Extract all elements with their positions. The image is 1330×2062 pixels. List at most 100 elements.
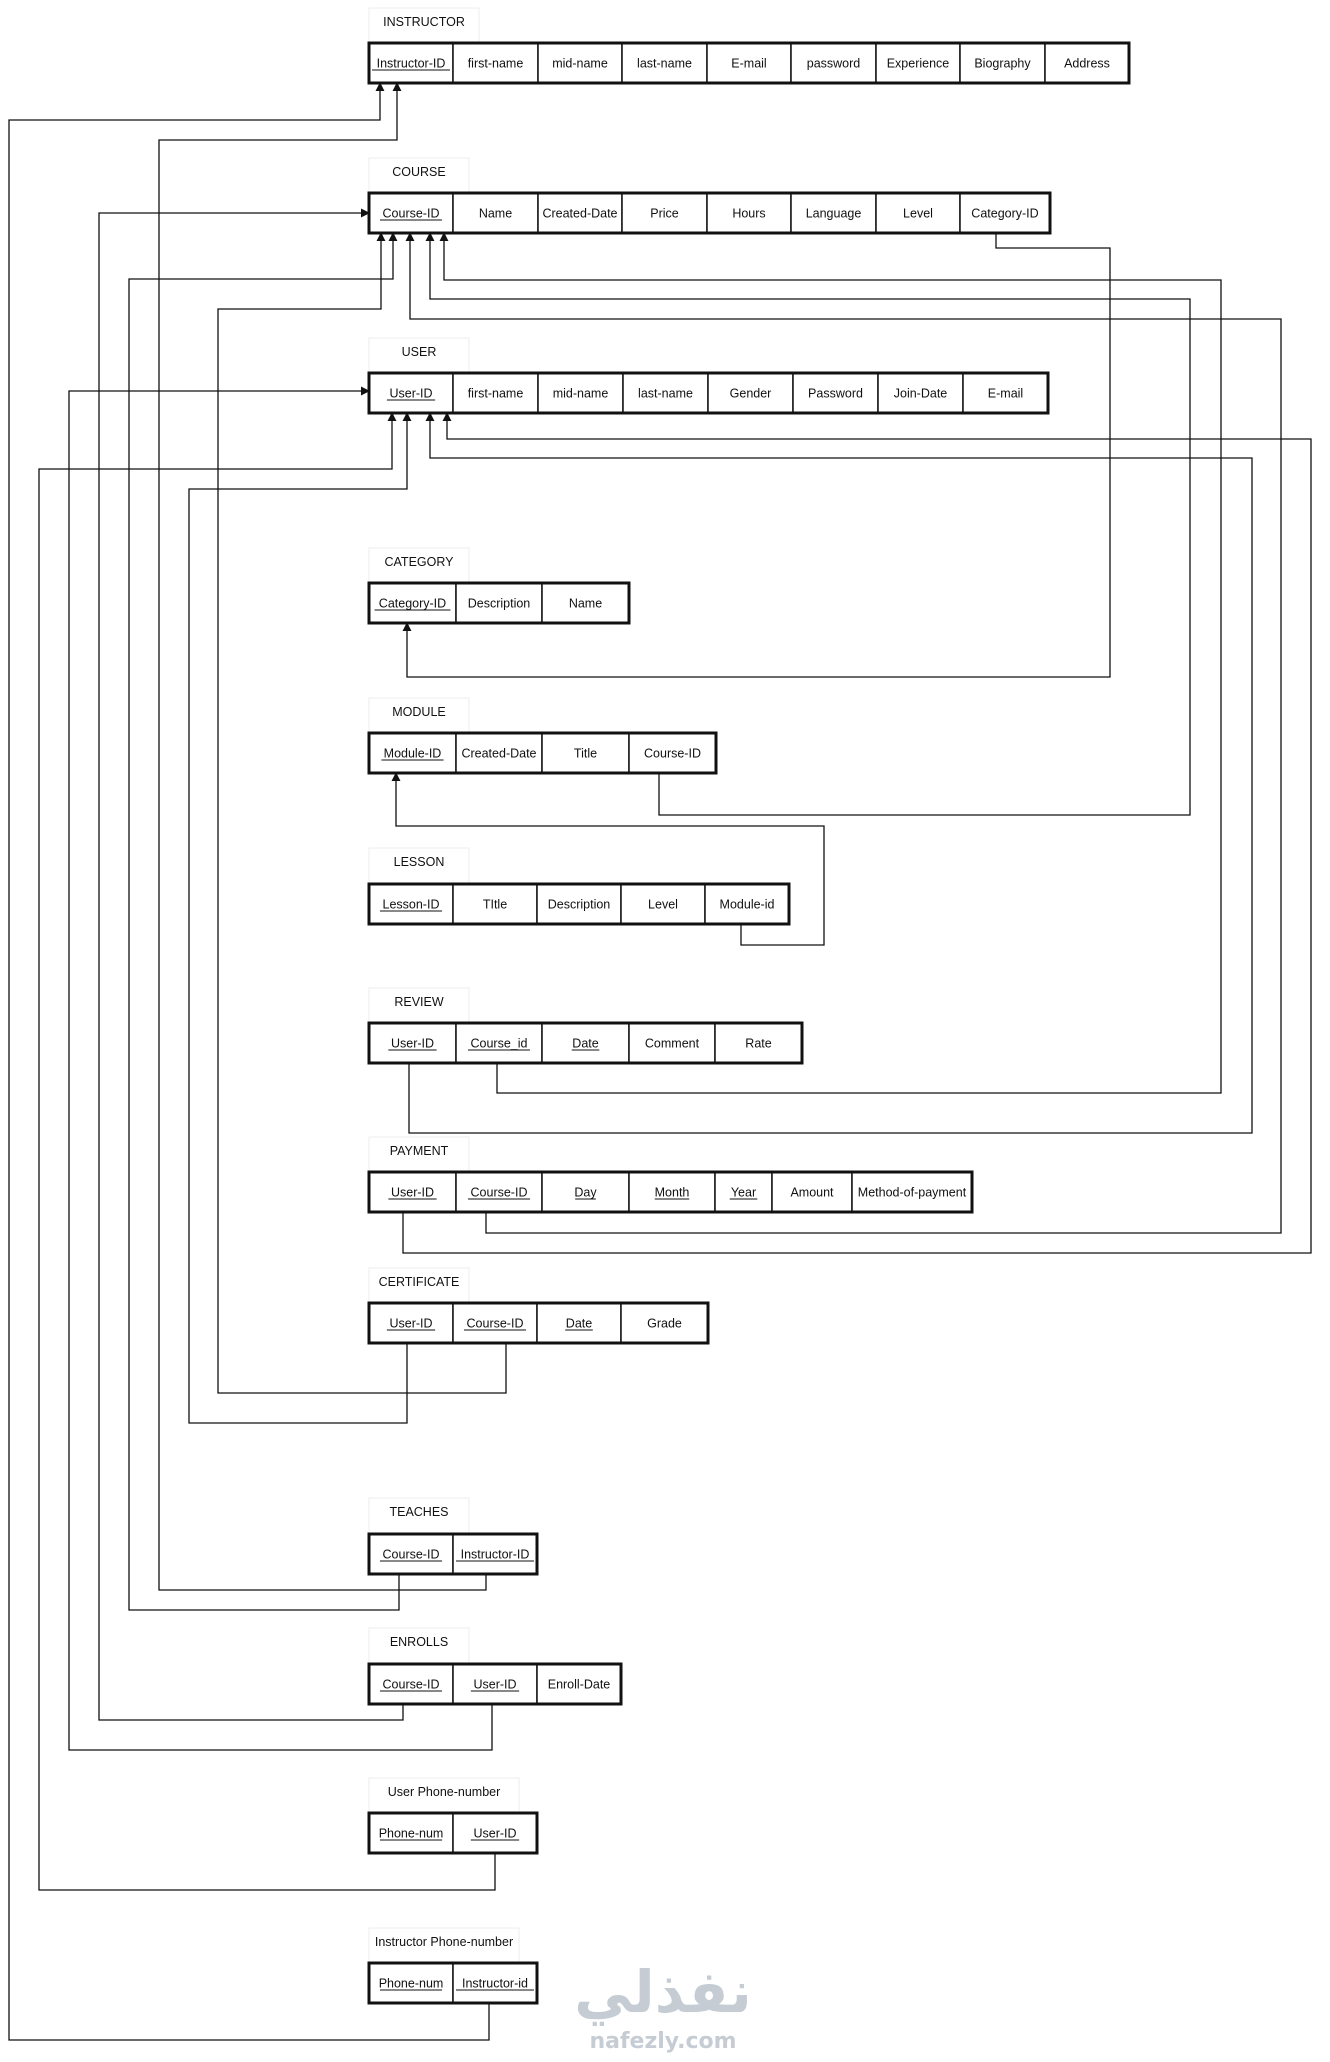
column-created-date: Created-Date — [537, 192, 623, 234]
column-label: Date — [572, 1037, 598, 1051]
column-last-name: last-name — [621, 42, 708, 84]
column-label: User-ID — [391, 1186, 434, 1200]
column-label: Course-ID — [383, 1548, 440, 1562]
column-course-id: Course_id — [455, 1022, 543, 1064]
column-label: Created-Date — [542, 207, 617, 221]
column-created-date: Created-Date — [455, 732, 543, 774]
column-gender: Gender — [707, 372, 794, 414]
column-language: Language — [790, 192, 877, 234]
column-name: Name — [452, 192, 539, 234]
column-label: Instructor-id — [462, 1977, 528, 1991]
table-border — [367, 882, 791, 926]
table-border — [367, 1170, 974, 1214]
column-label: Category-ID — [379, 597, 446, 611]
column-method-of-payment: Method-of-payment — [851, 1171, 973, 1213]
column-password: Password — [792, 372, 879, 414]
column-label: Level — [903, 207, 933, 221]
column-address: Address — [1044, 42, 1130, 84]
column-first-name: first-name — [452, 42, 539, 84]
column-hours: Hours — [706, 192, 792, 234]
column-lesson-id: Lesson-ID — [368, 883, 454, 925]
column-course-id: Course-ID — [452, 1302, 538, 1344]
column-label: Level — [648, 898, 678, 912]
column-label: Name — [569, 597, 602, 611]
column-amount: Amount — [771, 1171, 853, 1213]
table-border — [367, 1811, 539, 1855]
column-label: Course-ID — [383, 207, 440, 221]
column-grade: Grade — [620, 1302, 709, 1344]
column-course-id: Course-ID — [368, 192, 454, 234]
column-course-id: Course-ID — [628, 732, 717, 774]
table-title: User Phone-number — [388, 1785, 501, 1799]
table-title: LESSON — [394, 855, 445, 869]
relationship-lines — [8, 82, 1312, 2041]
rel-instructorphone-instructor — [8, 82, 490, 2041]
column-label: Join-Date — [894, 387, 948, 401]
column-description: Description — [536, 883, 622, 925]
column-label: User-ID — [473, 1827, 516, 1841]
column-label: Course-ID — [471, 1186, 528, 1200]
column-label: User-ID — [473, 1678, 516, 1692]
column-label: Phone-num — [379, 1977, 444, 1991]
column-mid-name: mid-name — [537, 42, 623, 84]
table-border — [367, 191, 1052, 235]
column-label: Year — [731, 1186, 756, 1200]
column-label: Category-ID — [971, 207, 1038, 221]
column-label: Lesson-ID — [383, 898, 440, 912]
column-label: Gender — [730, 387, 772, 401]
rel-certificate-user — [188, 412, 412, 1424]
column-label: Grade — [647, 1317, 682, 1331]
table-border — [367, 371, 1050, 415]
table-border — [367, 1662, 623, 1706]
rel-teaches-course — [128, 232, 400, 1611]
column-label: mid-name — [553, 387, 609, 401]
table-border — [367, 1021, 804, 1065]
column-experience: Experience — [875, 42, 961, 84]
table-border — [367, 1532, 539, 1576]
table-title: MODULE — [392, 705, 445, 719]
table-title: COURSE — [392, 165, 445, 179]
rel-review-course — [439, 232, 1222, 1094]
table-title: CERTIFICATE — [379, 1275, 460, 1289]
column-instructor-id: Instructor-id — [452, 1962, 538, 2004]
table-border — [367, 1961, 539, 2005]
column-label: Month — [655, 1186, 690, 1200]
column-category-id: Category-ID — [368, 582, 457, 624]
column-label: User-ID — [389, 387, 432, 401]
rel-payment-user — [402, 412, 1312, 1254]
column-label: mid-name — [552, 57, 608, 71]
column-label: Module-ID — [384, 747, 442, 761]
column-label: Phone-num — [379, 1827, 444, 1841]
column-title: Title — [541, 732, 630, 774]
rel-lesson-module — [391, 772, 825, 946]
column-label: E-mail — [988, 387, 1023, 401]
rel-teaches-instructor — [158, 82, 487, 1591]
column-label: Price — [650, 207, 679, 221]
column-last-name: last-name — [622, 372, 709, 414]
table-title: REVIEW — [394, 995, 444, 1009]
column-mid-name: mid-name — [537, 372, 624, 414]
column-year: Year — [714, 1171, 773, 1213]
column-label: Course-ID — [383, 1678, 440, 1692]
column-user-id: User-ID — [452, 1812, 538, 1854]
column-label: first-name — [468, 387, 524, 401]
table-border — [367, 41, 1131, 85]
column-label: Day — [574, 1186, 597, 1200]
column-comment: Comment — [628, 1022, 716, 1064]
column-join-date: Join-Date — [877, 372, 964, 414]
column-label: Rate — [745, 1037, 771, 1051]
column-label: Module-id — [720, 898, 775, 912]
column-biography: Biography — [959, 42, 1046, 84]
column-label: Hours — [732, 207, 765, 221]
column-course-id: Course-ID — [455, 1171, 543, 1213]
table-title: ENROLLS — [390, 1635, 448, 1649]
column-label: Description — [468, 597, 531, 611]
column-name: Name — [541, 582, 630, 624]
